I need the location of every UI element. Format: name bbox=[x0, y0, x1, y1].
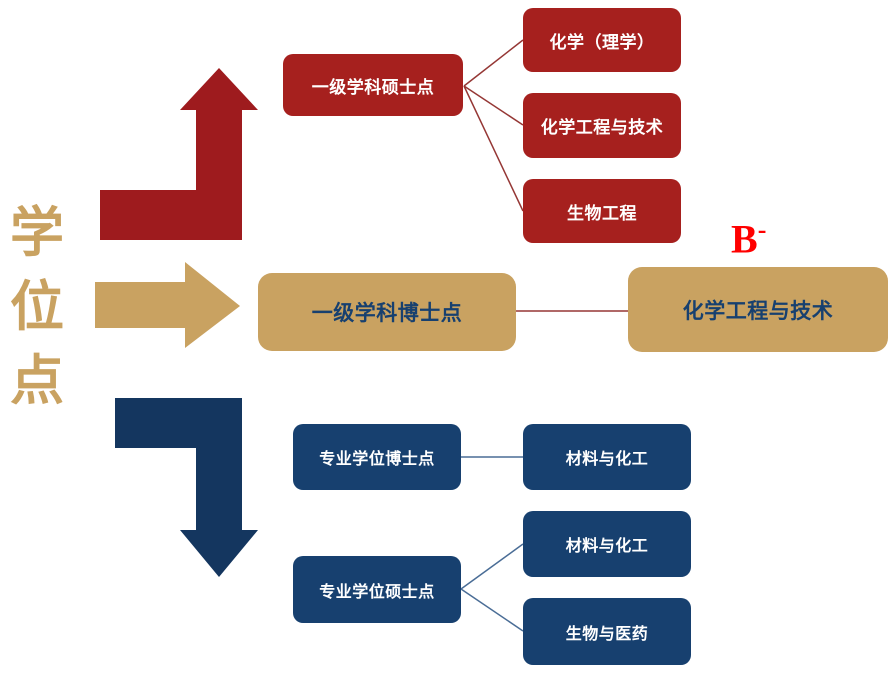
right-arrow-icon bbox=[95, 262, 240, 348]
box-prof-doctor: 专业学位博士点 bbox=[293, 424, 461, 490]
box-bioengineering: 生物工程 bbox=[523, 179, 681, 243]
box-chem-engineering-master: 化学工程与技术 bbox=[523, 93, 681, 158]
connector-prof-master-child-1 bbox=[460, 543, 524, 590]
connector-master-child-2 bbox=[463, 85, 524, 126]
connector-prof-master-child-2 bbox=[460, 588, 524, 632]
box-first-level-doctor: 一级学科博士点 bbox=[258, 273, 516, 351]
grade-sup: - bbox=[757, 215, 767, 244]
title-char-1: 学 bbox=[10, 203, 64, 263]
box-chem-engineering-doctor: 化学工程与技术 bbox=[628, 267, 888, 352]
title-char-2: 位 bbox=[10, 277, 64, 337]
up-arrow-icon bbox=[100, 68, 258, 240]
box-first-level-master: 一级学科硕士点 bbox=[283, 54, 463, 116]
connector-master-child-3 bbox=[463, 85, 524, 212]
box-materials-chem-doctor: 材料与化工 bbox=[523, 424, 691, 490]
title-char-3: 点 bbox=[10, 351, 64, 411]
box-materials-chem-master: 材料与化工 bbox=[523, 511, 691, 577]
box-bio-medicine: 生物与医药 bbox=[523, 598, 691, 665]
box-chemistry-science: 化学（理学） bbox=[523, 8, 681, 72]
diagram-title: 学 位 点 bbox=[4, 196, 70, 418]
connector-master-child-1 bbox=[463, 39, 524, 87]
box-prof-master: 专业学位硕士点 bbox=[293, 556, 461, 623]
down-arrow-icon bbox=[115, 398, 258, 577]
grade-label: B- bbox=[731, 208, 766, 261]
grade-base: B bbox=[731, 216, 758, 262]
